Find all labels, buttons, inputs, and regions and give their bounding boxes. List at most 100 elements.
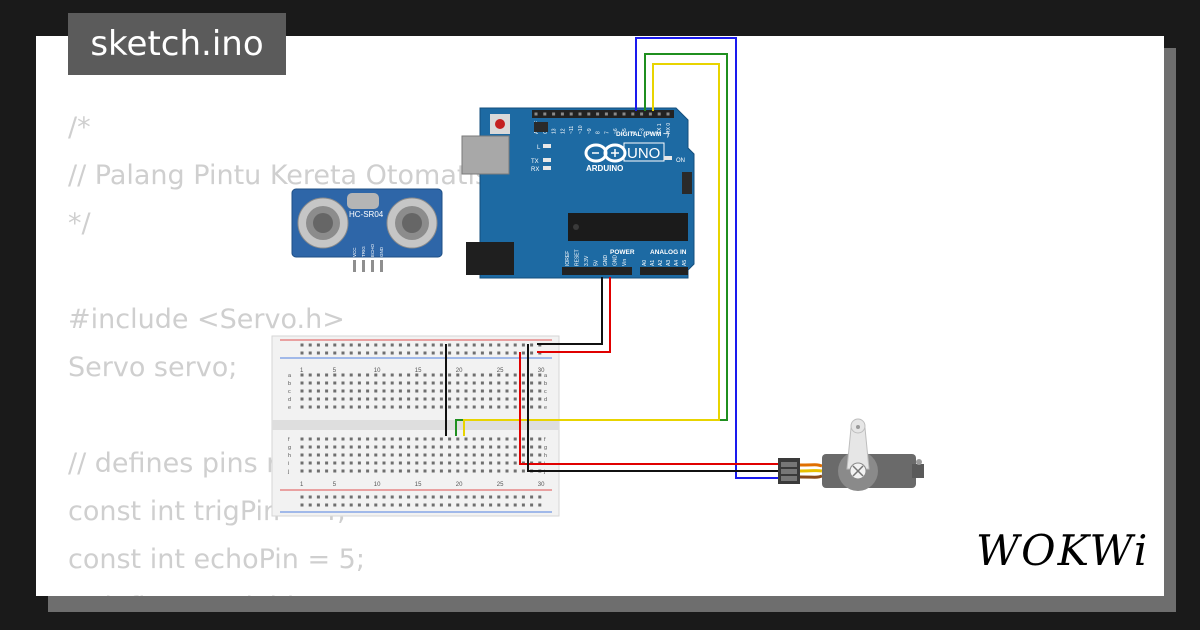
wire-blue [635,37,778,479]
row-letter: d [288,397,291,403]
column-number: 15 [415,482,422,488]
wire-green [455,53,728,436]
digital-pin-label: ~10 [578,125,584,134]
power-jack-icon [466,242,514,275]
led-rx-icon [543,166,551,170]
digital-pin-label: 7 [604,131,610,134]
column-number: 25 [497,482,504,488]
code-line: // defines variables [68,584,489,596]
column-number: 10 [374,368,381,374]
wire-black-servo [527,344,778,472]
digital-pin-label: TX 1 [657,123,663,134]
row-letter: a [544,373,548,379]
power-pin-label: GND [613,255,619,267]
column-number: 5 [333,368,337,374]
microcontroller-chip-icon [568,213,688,241]
code-line: const int echoPin = 5; [68,544,365,575]
digital-label: DIGITAL (PWM ~) [616,131,669,138]
wires [445,37,778,479]
sensor-pin-label: ECHO [370,243,375,257]
row-letter: c [288,389,291,395]
row-letter: h [288,453,291,459]
row-letter: b [544,381,547,387]
digital-pin-label: RX 0 [666,123,672,134]
code-line: const int trigPin = 4; [68,496,347,527]
column-number: 1 [300,368,304,374]
icsp-header-icon [534,122,692,194]
sensor-pin-labels: VCC TRIG ECHO GND [352,243,384,257]
sensor-pins [353,260,383,272]
sensor-label: HC-SR04 [349,210,384,219]
power-pin-label: GND [603,255,609,267]
project-preview-card: /*// Palang Pintu Kereta Otomatis*/#incl… [36,36,1164,596]
sketch-file-title[interactable]: sketch.ino [68,13,286,75]
breadboard-holes [300,343,542,507]
sensor-pin-label: VCC [352,247,357,257]
row-letter: g [288,445,291,451]
usb-port-icon [461,135,510,175]
led-tx-icon [543,158,551,162]
arduino-brand: ARDUINO [586,164,623,173]
column-number: 30 [538,482,545,488]
row-letter: e [288,405,291,411]
power-pin-label: 3.3V [584,255,590,266]
digital-pin-label: 2 [648,131,654,134]
analog-pin-label: A3 [666,260,672,266]
row-letter: e [544,405,547,411]
column-number: 20 [456,482,463,488]
row-letter: f [288,437,290,443]
row-letter: h [544,453,547,459]
code-line: /* [68,112,91,143]
code-line: */ [68,208,91,239]
led-on-label: ON [676,158,685,164]
code-line: Servo servo; [68,352,238,383]
column-number: 30 [538,368,545,374]
power-pin-label: RESET [575,249,581,266]
digital-pin-label: 13 [552,128,558,134]
analog-pin-label: A2 [658,260,664,266]
led-on-icon [664,156,672,160]
servo-motor[interactable] [778,418,924,491]
led-rx-label: RX [531,167,539,173]
wire-black-gnd [537,277,603,345]
power-header [562,267,632,275]
led-l-icon [543,144,551,148]
power-pin-label: 5V [594,259,600,266]
digital-pin-label: ~5 [622,128,628,134]
row-letter: f [544,437,546,443]
analog-header [640,267,688,275]
digital-pin-label: ~3 [640,128,646,134]
column-number: 1 [300,482,304,488]
digital-pin-label: ~11 [569,126,575,134]
power-pin-label: Vin [622,259,628,266]
row-letter: b [288,381,291,387]
row-letter: d [544,397,547,403]
digital-pin-label: 8 [596,131,602,134]
analog-pin-label: A5 [682,260,688,266]
analog-pin-label: A1 [650,260,656,266]
digital-pin-label: ~9 [587,128,593,134]
wokwi-logo: WOKWi [976,526,1150,575]
ultrasonic-sensor[interactable]: HC-SR04 VCC TRIG ECHO GND [291,188,443,272]
analog-label: ANALOG IN [650,249,687,256]
wire-red-servo [519,352,778,465]
digital-header [532,110,674,118]
arduino-model: UNO [627,145,660,162]
column-number: 25 [497,368,504,374]
digital-pin-label: 12 [560,128,566,134]
power-pin-label: IOREF [565,251,571,266]
power-label: POWER [610,249,635,256]
column-number: 5 [333,482,337,488]
analog-pin-label: A4 [674,260,680,266]
row-letter: i [288,461,289,467]
sensor-pin-label: GND [379,246,384,257]
row-letter: a [288,373,292,379]
sensor-pin-label: TRIG [361,246,366,257]
analog-pin-label: A0 [642,260,648,266]
